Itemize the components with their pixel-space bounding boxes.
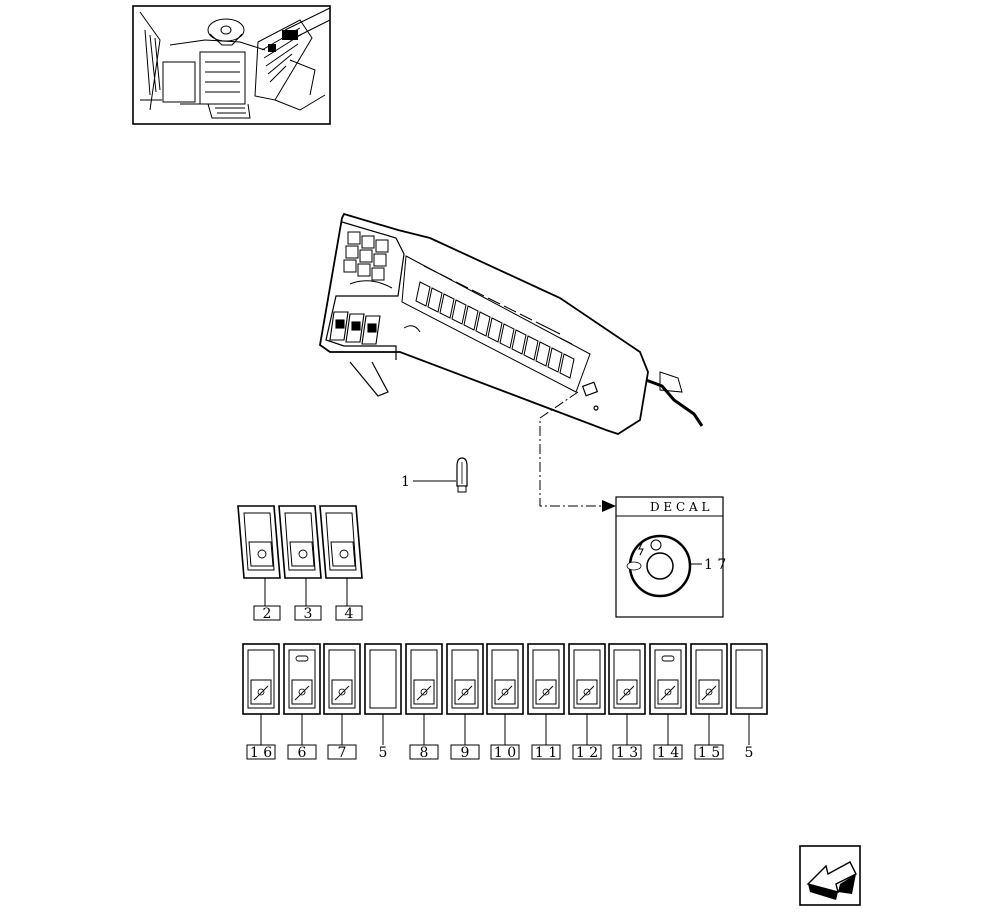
bottom-switch-2: 6 xyxy=(283,643,321,761)
bottom-switch-8: 1 1 xyxy=(527,643,565,761)
callout-bottom-12: 1 5 xyxy=(698,745,720,761)
top-switch-2: 3 xyxy=(278,505,322,622)
callout-bottom-9: 1 2 xyxy=(576,745,598,761)
callout-1: 1 xyxy=(401,474,410,490)
decal-title: D E C A L xyxy=(650,500,709,514)
callout-17: 1 7 xyxy=(704,557,726,573)
bulb-part xyxy=(413,457,468,493)
callout-bottom-13: 5 xyxy=(745,745,754,761)
callout-bottom-10: 1 3 xyxy=(616,745,638,761)
callout-bottom-7: 1 0 xyxy=(494,745,516,761)
bottom-switch-7: 1 0 xyxy=(486,643,524,761)
callout-bottom-6: 9 xyxy=(461,745,470,761)
bottom-switch-9: 1 2 xyxy=(568,643,606,761)
callout-bottom-4: 5 xyxy=(379,745,388,761)
bottom-switch-12: 1 5 xyxy=(690,643,728,761)
top-switch-1: 2 xyxy=(237,505,281,622)
callout-bottom-1: 1 6 xyxy=(250,745,272,761)
bottom-switch-13: 5 xyxy=(730,643,768,761)
top-switch-row: 2 3 4 xyxy=(237,505,363,622)
bottom-switch-1: 1 6 xyxy=(242,643,280,761)
callout-bottom-8: 1 1 xyxy=(535,745,557,761)
bottom-switch-3: 7 xyxy=(323,643,361,761)
decal-panel xyxy=(615,496,724,618)
previous-page-arrow-icon[interactable] xyxy=(799,845,861,906)
callout-top-2: 3 xyxy=(304,606,313,622)
bottom-switch-4: 5 xyxy=(364,643,402,761)
cab-overview-inset xyxy=(132,5,331,125)
callout-top-3: 4 xyxy=(345,606,354,622)
bottom-switch-row: 1 6 6 7 5 8 9 1 0 1 1 1 2 1 3 1 4 1 5 5 xyxy=(242,643,768,761)
callout-bottom-2: 6 xyxy=(298,745,307,761)
bottom-switch-11: 1 4 xyxy=(649,643,687,761)
bottom-switch-5: 8 xyxy=(405,643,443,761)
callout-bottom-11: 1 4 xyxy=(657,745,679,761)
callout-bottom-3: 7 xyxy=(338,745,347,761)
decal-leader xyxy=(539,391,616,512)
callout-top-1: 2 xyxy=(263,606,272,622)
top-switch-3: 4 xyxy=(319,505,363,622)
bottom-switch-10: 1 3 xyxy=(608,643,646,761)
callout-bottom-5: 8 xyxy=(420,745,429,761)
bottom-switch-6: 9 xyxy=(446,643,484,761)
console-assembly xyxy=(319,212,704,435)
